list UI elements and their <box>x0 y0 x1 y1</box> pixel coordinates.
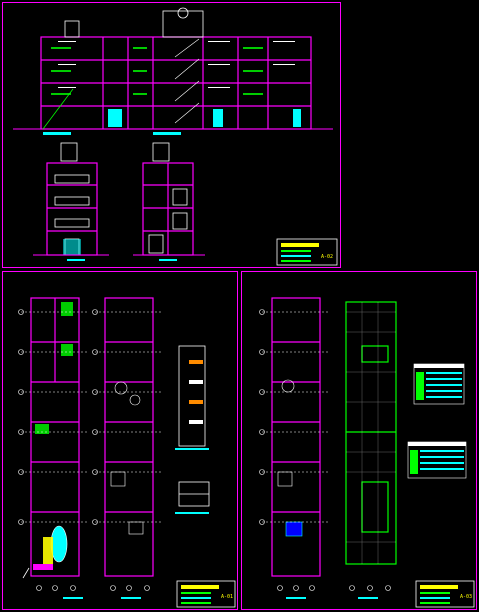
cross-section <box>142 162 194 256</box>
schedule-table-2 <box>407 441 467 479</box>
plan-1-dimension-grid <box>21 311 89 523</box>
ground-floor-plan <box>30 297 80 577</box>
title-block-2 <box>176 580 236 608</box>
grid-bubble-icon <box>259 309 391 591</box>
sheet-number: A-02 <box>321 254 334 260</box>
stair-icon <box>174 38 200 124</box>
plan-2-dimension-grid <box>95 311 163 523</box>
stair-detail <box>178 345 206 447</box>
schedule-table-1 <box>413 363 465 405</box>
third-floor-plan <box>271 297 321 577</box>
title-block-1 <box>276 238 338 266</box>
floor-plans-drawing <box>18 297 236 608</box>
sheet-2-floor-plans: A-01 <box>2 271 238 610</box>
title-block-3 <box>415 580 475 608</box>
north-arrow-icon <box>22 567 30 579</box>
sheet-1-elevations: A-02 <box>2 2 341 268</box>
grid-bubble-icon <box>18 309 150 591</box>
upper-floor-plan <box>104 297 154 577</box>
sheet-number: A-01 <box>221 594 234 600</box>
elevations-drawing <box>13 7 338 266</box>
sheet-3-floor-plans: A-03 <box>241 271 477 610</box>
roof-plan <box>345 301 397 565</box>
sheet-number: A-03 <box>460 594 473 600</box>
longitudinal-section <box>40 36 312 130</box>
wall-detail <box>178 481 210 507</box>
floor-plans-roof-drawing <box>259 297 475 608</box>
plan-3-dimension-grid <box>262 311 330 523</box>
